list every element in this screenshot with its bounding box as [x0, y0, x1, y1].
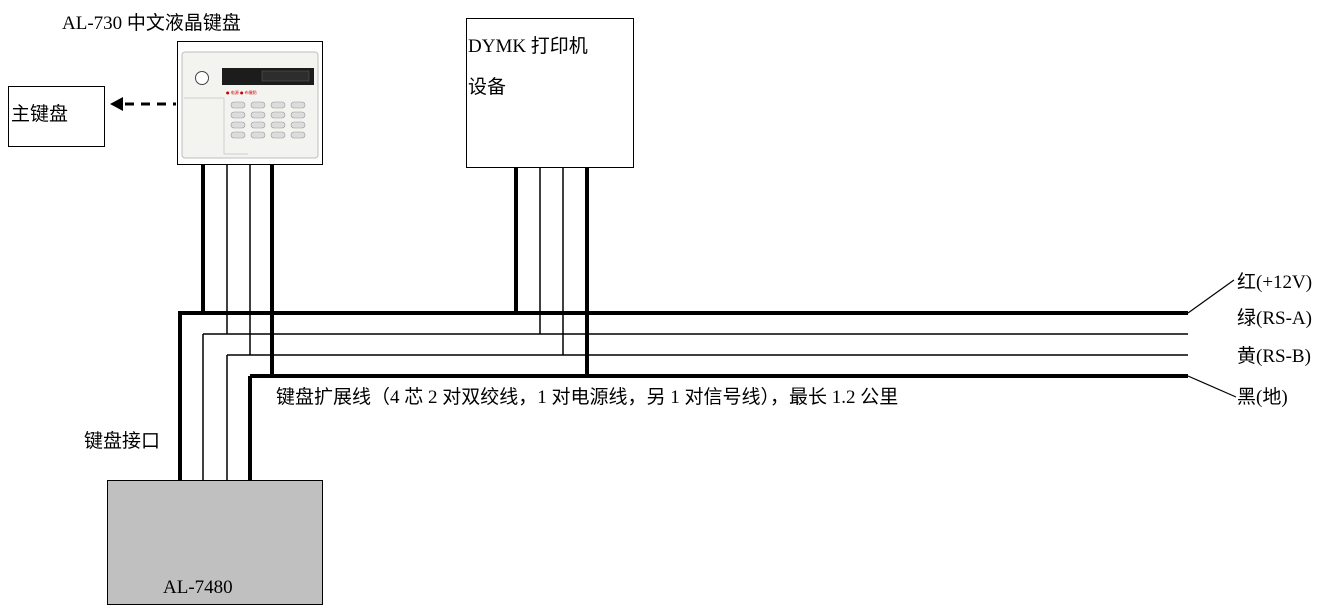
keypad-logo-icon — [195, 71, 209, 85]
printer-label-line2: 设备 — [468, 77, 507, 98]
lcd-keypad-image: ● 电源 ● 布撤防 — [181, 51, 319, 159]
main-keypad-box: 主键盘 — [8, 86, 105, 147]
wire-red-label: 红(+12V) — [1237, 272, 1313, 293]
lcd-keypad-box: ● 电源 ● 布撤防 — [177, 41, 323, 165]
main-keypad-label: 主键盘 — [11, 104, 69, 125]
cable-description: 键盘扩展线（4 芯 2 对双绞线，1 对电源线，另 1 对信号线），最长 1.2… — [276, 387, 899, 408]
keypad-buttons — [230, 101, 306, 139]
svg-text:● 电源 ● 布撤防: ● 电源 ● 布撤防 — [226, 89, 257, 95]
control-panel-box: AL-7480 — [107, 480, 323, 605]
arrow-head-icon — [110, 97, 123, 111]
wire-yellow-label: 黄(RS-B) — [1237, 346, 1311, 367]
wire-green-label: 绿(RS-A) — [1237, 308, 1312, 329]
printer-box: DYMK 打印机 设备 — [466, 18, 634, 168]
printer-label-line1: DYMK 打印机 — [468, 36, 588, 57]
control-panel-label: AL-7480 — [163, 577, 233, 598]
keypad-port-label: 键盘接口 — [84, 431, 161, 452]
keypad-title: AL-730 中文液晶键盘 — [62, 13, 241, 34]
wire-black-label: 黑(地) — [1237, 387, 1288, 408]
